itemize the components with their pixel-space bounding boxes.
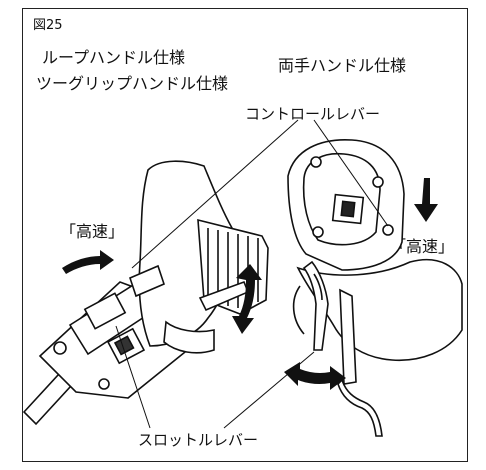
high-speed-label-right: 「高速」 [390, 237, 455, 256]
left-direction-arrows [62, 250, 262, 334]
two-grip-handle-label: ツーグリップハンドル仕様 [36, 74, 229, 93]
right-handle-illustration [287, 139, 463, 437]
throttle-lever-label: スロットルレバー [138, 431, 259, 449]
high-speed-label-left: 「高速」 [60, 222, 125, 241]
control-lever-label: コントロールレバー [245, 105, 381, 123]
loop-handle-label: ループハンドル仕様 [42, 48, 186, 67]
leader-lines [115, 119, 389, 429]
right-direction-arrows [284, 178, 438, 390]
figure-number: 図25 [33, 18, 63, 33]
bike-handle-label: 両手ハンドル仕様 [278, 56, 407, 75]
